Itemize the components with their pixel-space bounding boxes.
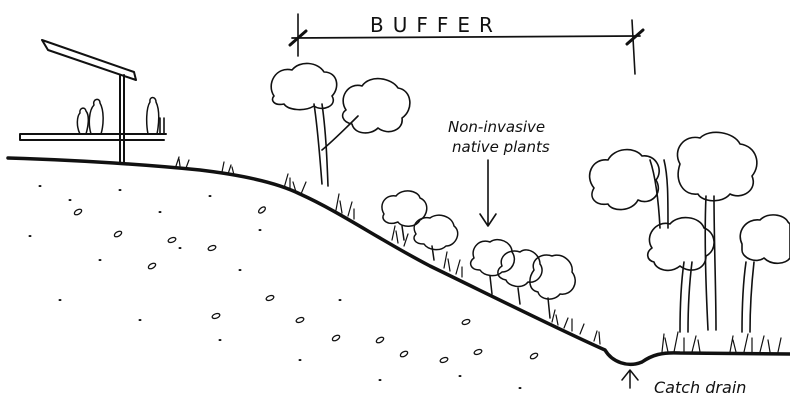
drain-arrow [622, 370, 638, 388]
soil-speck [59, 299, 62, 301]
grass-tuft [662, 332, 700, 352]
shrub-canopy [382, 191, 427, 226]
soil-speck [219, 339, 222, 341]
shrub [530, 255, 575, 318]
soil-speck [299, 359, 302, 361]
soil-pebble [439, 357, 448, 364]
buffer-label: BUFFER [370, 13, 502, 37]
plants-arrow [480, 160, 496, 226]
tree-right-1 [590, 150, 668, 228]
soil-speck [29, 235, 32, 237]
shrub-canopy [498, 250, 542, 287]
person-figure [89, 99, 103, 134]
shrub [414, 215, 458, 260]
tree-trunk [705, 196, 716, 330]
grass-tufts [176, 157, 781, 352]
soil-pebble [473, 349, 482, 356]
soil-speck [179, 247, 182, 249]
soil-pebble [461, 319, 470, 326]
soil-speck [39, 185, 42, 187]
tree-right-3 [648, 218, 714, 332]
soil-pebble [207, 245, 216, 252]
tree-canopy [343, 79, 410, 133]
shrub [382, 191, 427, 240]
soil-speck [379, 379, 382, 381]
soil-speck [159, 211, 162, 213]
soil-speck [139, 319, 142, 321]
shrub-stem [402, 226, 404, 240]
shrub [471, 240, 515, 294]
shrub [498, 250, 542, 304]
soil-speck [239, 269, 242, 271]
grass-tuft [552, 310, 584, 334]
tree-upper-left [271, 63, 336, 186]
viewing-deck [20, 40, 166, 163]
soil-pebble [113, 230, 122, 238]
soil-pebble [147, 262, 156, 270]
grass-tuft [730, 334, 781, 352]
grass-tuft [392, 226, 408, 246]
tree-canopy [648, 218, 714, 271]
plants-label-line2: native plants [452, 138, 550, 156]
grass-tuft [594, 331, 600, 344]
soil-speck [119, 189, 122, 191]
soil-speck [99, 259, 102, 261]
soil-pebble [167, 237, 176, 244]
person-figure [77, 108, 88, 134]
tree-trunk [680, 262, 692, 332]
plants-label-line1: Non-invasive [448, 118, 545, 136]
soil-pebble [375, 336, 384, 344]
soil-speck [209, 195, 212, 197]
soil-pebble [73, 208, 82, 216]
deck-platform [20, 134, 166, 140]
soil-pebble [211, 313, 220, 320]
tree-right-4 [740, 215, 790, 332]
soil-pebble [258, 206, 267, 215]
soil-pebble [529, 352, 538, 360]
shrub-canopy [471, 240, 515, 276]
soil-speck [339, 299, 342, 301]
tree-trunk [314, 104, 328, 186]
soil-pebble [399, 350, 408, 358]
tree-trunk [322, 116, 358, 150]
tree-canopy [677, 132, 756, 200]
shrub-stem [548, 298, 550, 318]
shrub-stem [518, 288, 520, 304]
buffer-right-tick [627, 30, 643, 44]
soil-speck [519, 387, 522, 389]
shrub-stem [490, 276, 492, 294]
ground-profile-line [8, 158, 790, 364]
soil-pebble [265, 295, 274, 302]
tree-trunk [742, 262, 754, 332]
soil-speck [69, 199, 72, 201]
tree-canopy [590, 150, 660, 210]
soil-speck [259, 229, 262, 231]
soil-pebble [331, 334, 340, 342]
person-figure [147, 98, 159, 135]
tree-canopy [271, 63, 336, 109]
deck-roof [42, 40, 136, 80]
buffer-right-extension [632, 20, 635, 74]
soil-speck [459, 375, 462, 377]
soil-pebble [295, 317, 304, 324]
drain-label: Catch drain [654, 378, 746, 397]
shrub-stem [432, 246, 434, 260]
tree-upper-right [322, 79, 410, 150]
tree-canopy [740, 215, 790, 263]
shrub-canopy [530, 255, 575, 299]
